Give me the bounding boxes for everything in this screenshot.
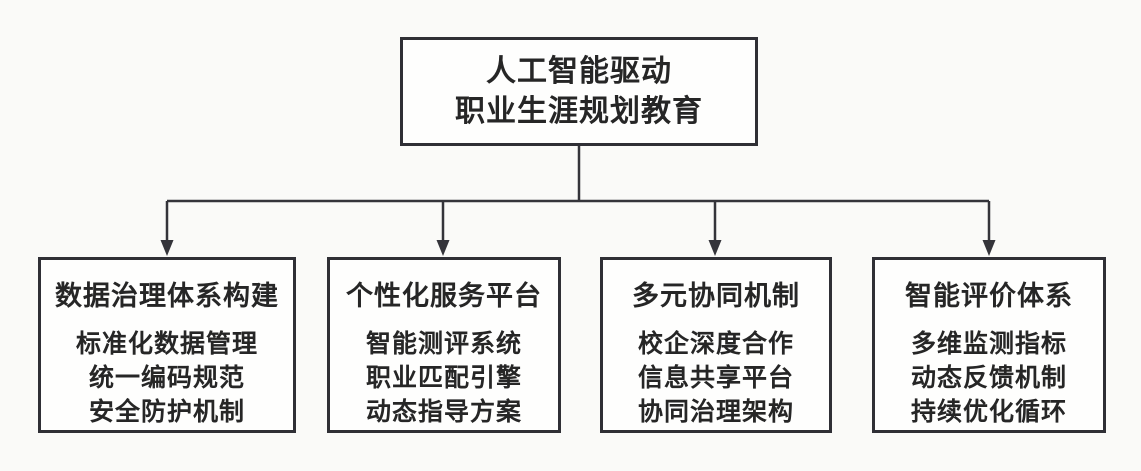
branch-item: 标准化数据管理 — [75, 330, 258, 358]
branch-title: 个性化服务平台 — [346, 281, 542, 311]
branch-node-intelligent-evaluation: 智能评价体系 多维监测指标 动态反馈机制 持续优化循环 — [872, 257, 1106, 433]
branch-item: 校企深度合作 — [637, 330, 794, 358]
branch-item: 多维监测指标 — [910, 330, 1067, 358]
branch-item: 持续优化循环 — [910, 398, 1067, 426]
root-title-line2: 职业生涯规划教育 — [455, 94, 703, 128]
branch-item: 动态反馈机制 — [910, 364, 1067, 392]
branch-node-personalized-service: 个性化服务平台 智能测评系统 职业匹配引擎 动态指导方案 — [327, 257, 561, 433]
arrow-down-icon — [436, 240, 450, 256]
branch-item: 信息共享平台 — [637, 364, 794, 392]
root-node: 人工智能驱动 职业生涯规划教育 — [400, 37, 758, 146]
branch-node-collaboration-mechanism: 多元协同机制 校企深度合作 信息共享平台 协同治理架构 — [600, 257, 832, 433]
branch-item-list: 智能测评系统 职业匹配引擎 动态指导方案 — [330, 327, 558, 429]
root-title-line1: 人工智能驱动 — [486, 54, 672, 88]
branch-title: 多元协同机制 — [632, 281, 800, 311]
arrow-down-icon — [160, 240, 174, 256]
branch-item: 安全防护机制 — [88, 398, 245, 426]
branch-title: 数据治理体系构建 — [55, 281, 279, 311]
branch-item-list: 多维监测指标 动态反馈机制 持续优化循环 — [875, 327, 1103, 429]
branch-item: 动态指导方案 — [365, 398, 522, 426]
arrow-down-icon — [982, 240, 996, 256]
branch-node-data-governance: 数据治理体系构建 标准化数据管理 统一编码规范 安全防护机制 — [38, 257, 296, 433]
arrow-down-icon — [708, 240, 722, 256]
branch-item: 协同治理架构 — [637, 398, 794, 426]
branch-item: 智能测评系统 — [365, 330, 522, 358]
branch-item-list: 标准化数据管理 统一编码规范 安全防护机制 — [41, 327, 293, 429]
branch-item-list: 校企深度合作 信息共享平台 协同治理架构 — [603, 327, 829, 429]
branch-item: 职业匹配引擎 — [365, 364, 522, 392]
branch-title: 智能评价体系 — [905, 281, 1073, 311]
branch-item: 统一编码规范 — [88, 364, 245, 392]
